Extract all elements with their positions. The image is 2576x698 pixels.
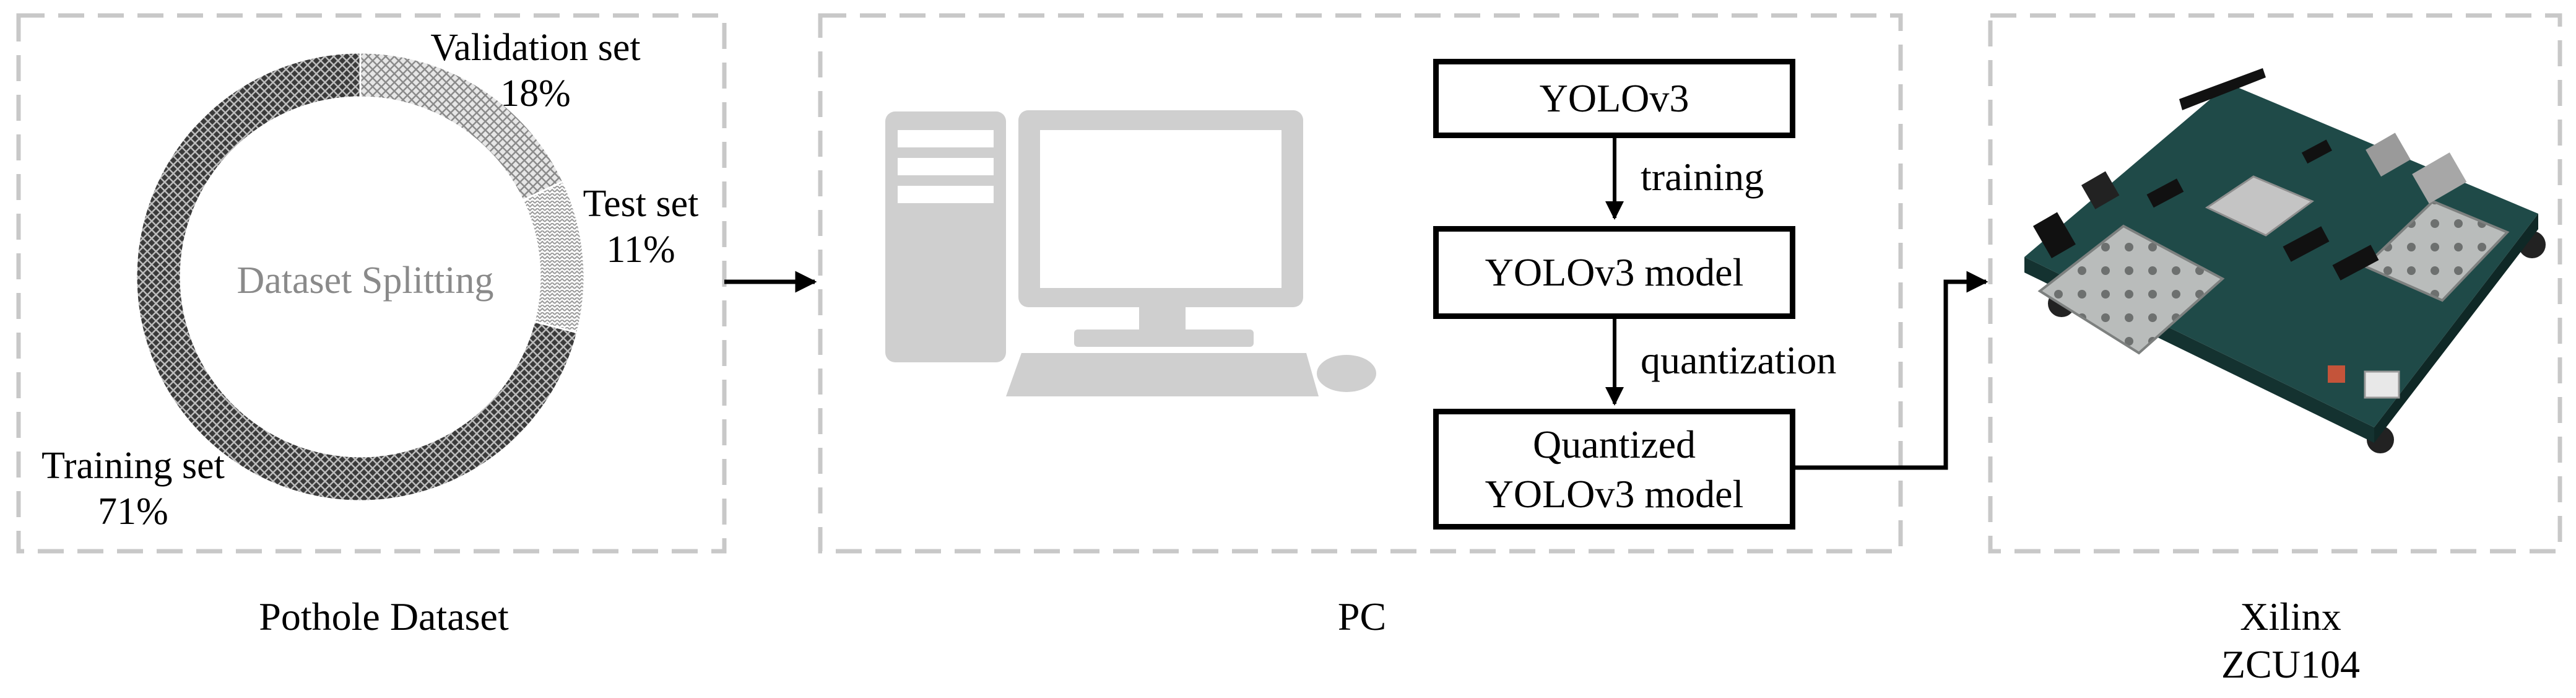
slice-name: Test set [583,183,699,225]
board-caption-line1: Xilinx [2240,595,2341,639]
slice-name: Training set [41,445,225,487]
donut-slice-training-set [135,51,579,502]
validation-set-label: Validation set 18% [390,25,681,117]
training-label: training [1641,155,1764,199]
board-caption-line2: ZCU104 [2221,642,2360,686]
slice-value: 71% [98,491,168,533]
chart-center-label: Dataset Splitting [236,260,494,302]
desktop-computer-icon [885,110,1376,396]
pc-caption: PC [1337,595,1387,639]
xilinx-zcu104-caption: Xilinx ZCU104 [2167,593,2414,689]
quantized-model-line2: YOLOv3 model [1485,471,1744,516]
yolov3-box-label: YOLOv3 [1539,76,1689,120]
yolov3-model-box-label: YOLOv3 model [1485,250,1744,294]
pc-to-board-arrow [1793,271,1988,470]
dataset-donut-chart [135,51,586,502]
slice-value: 18% [500,72,571,115]
fpga-board-image [2024,68,2546,453]
quantization-label: quantization [1641,338,1837,382]
training-set-label: Training set 71% [12,443,254,535]
yolov3-model-box: YOLOv3 model [1433,226,1795,319]
pothole-dataset-caption: Pothole Dataset [259,595,509,639]
quantized-model-box: Quantized YOLOv3 model [1433,409,1795,530]
pc-panel-frame [818,13,1903,554]
quantized-model-line1: Quantized [1533,422,1696,466]
test-set-label: Test set 11% [557,181,724,273]
slice-name: Validation set [430,27,641,69]
board-panel-frame [1988,13,2562,554]
yolov3-box: YOLOv3 [1433,59,1795,138]
slice-value: 11% [606,229,675,271]
